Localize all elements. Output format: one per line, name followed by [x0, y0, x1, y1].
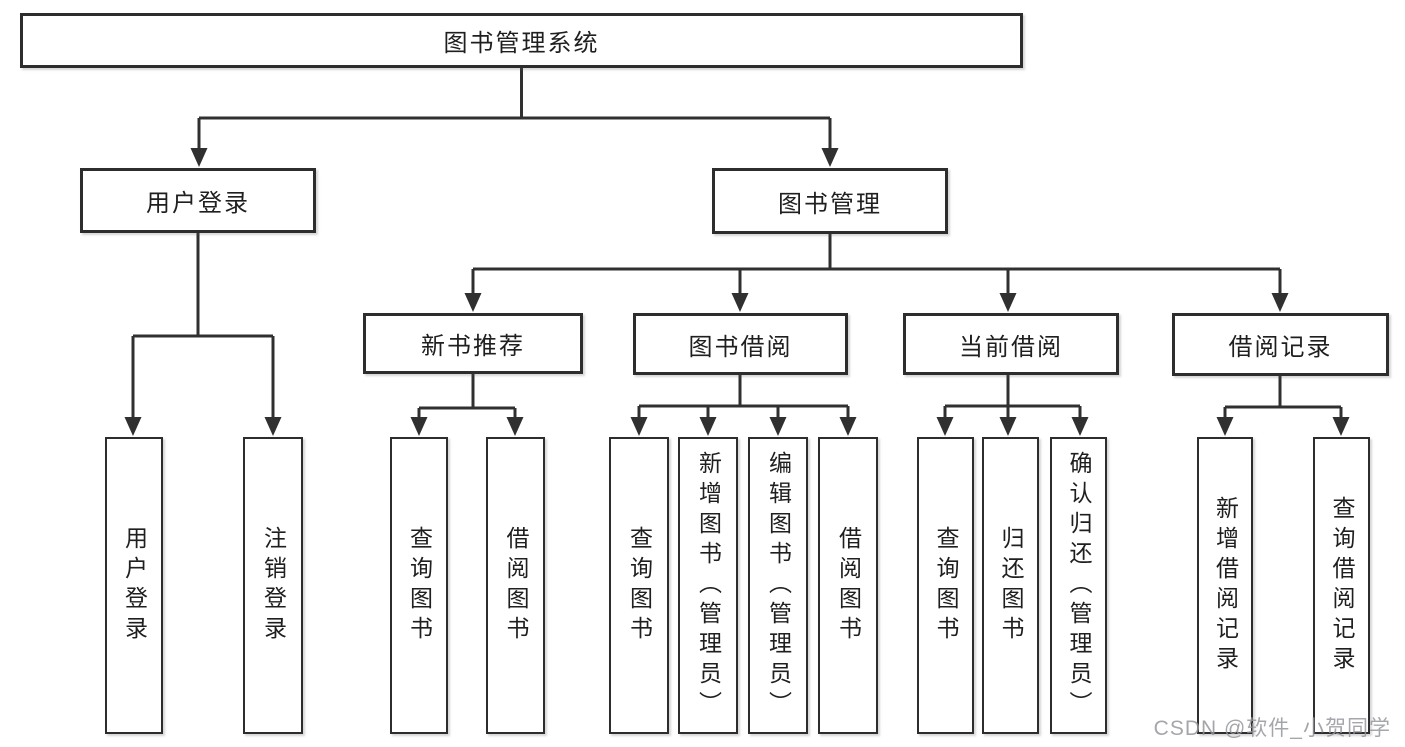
leaf-borrow-books-borrowing: 借阅图书	[818, 437, 878, 734]
leaf-return-book: 归还图书	[982, 437, 1039, 734]
leaf-add-book-admin: 新增图书（管理员）	[678, 437, 738, 734]
leaf-label: 查询图书	[626, 525, 653, 646]
node-label: 图书管理	[778, 190, 882, 218]
leaf-label: 确认归还（管理员）	[1066, 450, 1092, 721]
leaf-query-books-recommend: 查询图书	[390, 437, 448, 734]
leaf-label: 用户登录	[121, 525, 148, 646]
leaf-label: 编辑图书（管理员）	[765, 450, 792, 721]
leaf-confirm-return-admin: 确认归还（管理员）	[1050, 437, 1107, 734]
node-label: 新书推荐	[421, 333, 525, 360]
leaf-label: 借阅图书	[835, 525, 862, 646]
leaf-label: 借阅图书	[503, 525, 529, 646]
leaf-add-borrow-record: 新增借阅记录	[1197, 437, 1253, 734]
leaf-label: 查询图书	[933, 525, 959, 646]
leaf-borrow-books-recommend: 借阅图书	[486, 437, 545, 734]
node-borrowing-records: 借阅记录	[1172, 313, 1389, 376]
node-user-login: 用户登录	[80, 168, 316, 233]
csdn-watermark: CSDN @软件_小贺同学	[1153, 717, 1391, 740]
node-new-book-recommendation: 新书推荐	[363, 313, 583, 374]
node-label: 用户登录	[146, 190, 250, 217]
leaf-label: 查询图书	[406, 525, 433, 646]
leaf-edit-book-admin: 编辑图书（管理员）	[748, 437, 808, 734]
node-label: 图书管理系统	[443, 30, 600, 57]
leaf-query-books-current: 查询图书	[917, 437, 974, 734]
leaf-label: 新增借阅记录	[1212, 495, 1239, 676]
leaf-label: 新增图书（管理员）	[695, 450, 722, 721]
leaf-label: 归还图书	[998, 525, 1024, 646]
node-book-management: 图书管理	[712, 168, 948, 234]
leaf-query-books-borrowing: 查询图书	[609, 437, 669, 734]
node-label: 当前借阅	[959, 333, 1063, 361]
leaf-label: 查询借阅记录	[1329, 495, 1355, 676]
leaf-user-login: 用户登录	[105, 437, 163, 734]
leaf-label: 注销登录	[260, 525, 287, 646]
node-label: 图书借阅	[688, 333, 793, 361]
node-library-management-system: 图书管理系统	[20, 13, 1023, 68]
node-book-borrowing: 图书借阅	[633, 313, 848, 375]
node-label: 借阅记录	[1228, 334, 1333, 361]
leaf-logout: 注销登录	[243, 437, 303, 734]
arrowheads	[124, 148, 1350, 436]
node-current-borrowing: 当前借阅	[903, 313, 1119, 375]
leaf-query-borrow-record: 查询借阅记录	[1313, 437, 1370, 734]
